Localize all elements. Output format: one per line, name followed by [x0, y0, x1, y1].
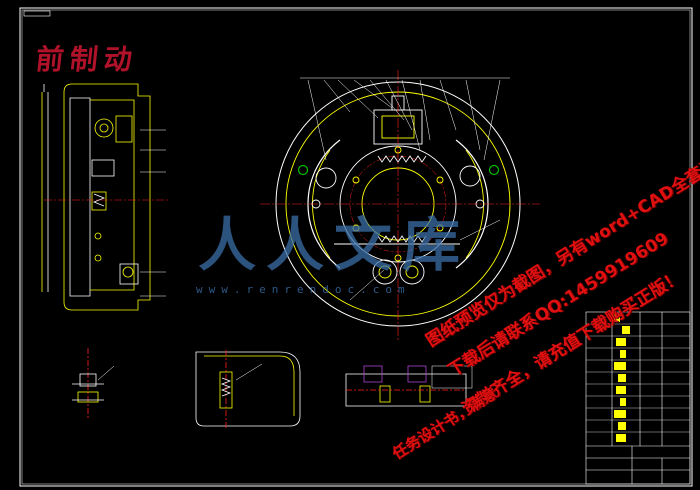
drawing-frame-outer	[19, 7, 693, 487]
leader-lines	[307, 79, 501, 301]
detail-view-b	[195, 350, 301, 428]
watermark-logo: 人人文库	[198, 211, 471, 279]
frame-tag	[23, 10, 51, 17]
detail-view-a	[72, 348, 115, 420]
title-block	[585, 311, 691, 485]
dimension-marker-right	[488, 164, 500, 176]
dimension-marker-left	[297, 164, 309, 176]
title-block-parts-list	[614, 314, 630, 442]
drawing-frame-inner	[21, 9, 691, 485]
detail-view-c	[345, 365, 473, 407]
drawing-title: 前制动	[34, 43, 140, 76]
watermark-url: www.renrendoc.com	[196, 283, 411, 296]
title-block-rows	[586, 323, 690, 433]
side-section-view	[41, 83, 170, 311]
